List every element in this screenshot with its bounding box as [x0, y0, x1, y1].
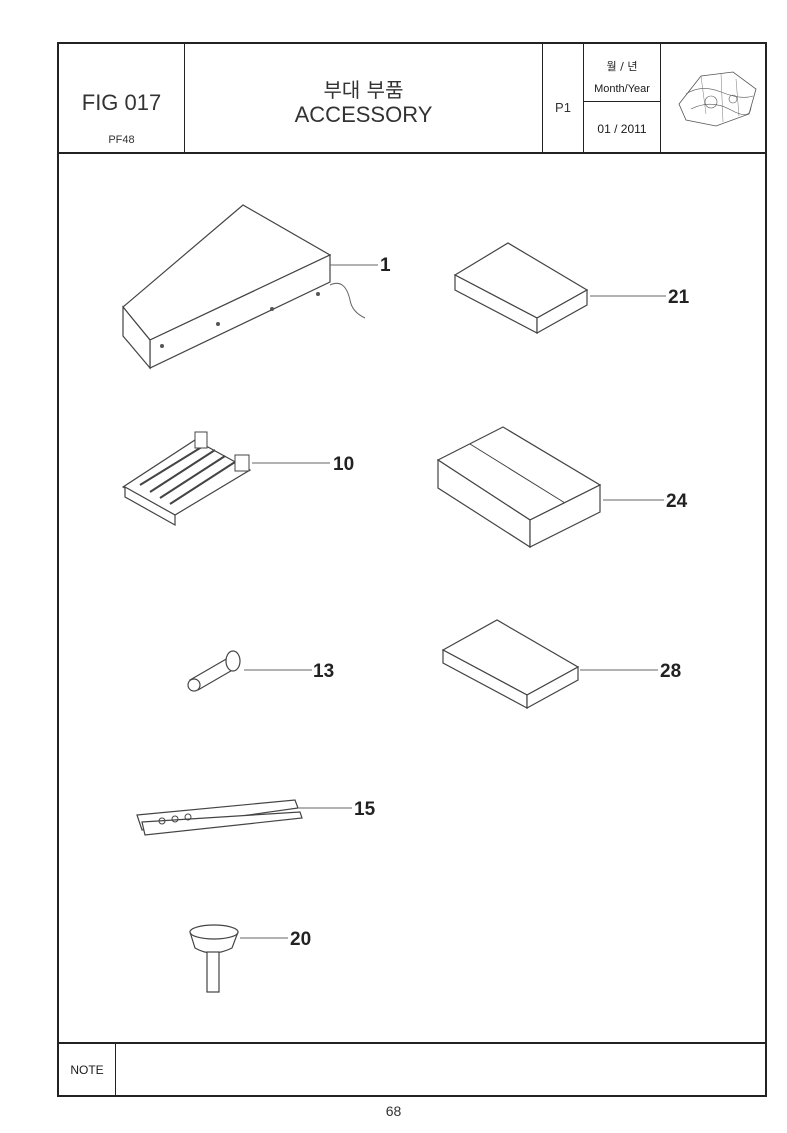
parts-sheet: FIG 017 PF48 부대 부품 ACCESSORY P1 월 / 년 Mo…	[57, 42, 767, 1097]
part-label-1: 1	[380, 255, 391, 276]
box-large-icon	[436, 426, 664, 549]
date-label-box: 월 / 년 Month/Year	[584, 44, 660, 102]
part-label-28: 28	[660, 661, 681, 682]
machine-thumbnail	[661, 44, 767, 152]
cover-wedge-icon	[122, 204, 378, 370]
box-flat-icon	[441, 619, 658, 710]
page-cell: P1	[543, 44, 584, 152]
fig-number: FIG 017	[81, 90, 162, 115]
note-row: NOTE	[59, 1042, 765, 1095]
funnel-icon	[189, 924, 288, 993]
part-label-10: 10	[333, 454, 354, 475]
model-code: PF48	[108, 134, 135, 146]
date-label-korean: 월 / 년	[606, 60, 638, 73]
page-label: P1	[555, 100, 571, 115]
note-label: NOTE	[59, 1044, 116, 1095]
date-cell: 월 / 년 Month/Year 01 / 2011	[584, 44, 661, 152]
part-label-21: 21	[668, 287, 690, 308]
title-cell: 부대 부품 ACCESSORY	[185, 44, 543, 152]
machine-thumbnail-icon	[678, 71, 757, 127]
part-label-15: 15	[354, 799, 376, 820]
title-english: ACCESSORY	[294, 102, 433, 127]
tweezers-icon	[136, 799, 352, 836]
part-label-13: 13	[313, 661, 334, 682]
title-korean: 부대 부품	[323, 78, 404, 102]
box-small-icon	[453, 242, 666, 335]
header-table: FIG 017 PF48 부대 부품 ACCESSORY P1 월 / 년 Mo…	[59, 44, 765, 154]
part-label-20: 20	[290, 929, 311, 950]
page-number: 68	[385, 1103, 402, 1119]
date-value: 01 / 2011	[597, 122, 647, 136]
date-label-english: Month/Year	[594, 83, 650, 95]
pin-icon	[187, 650, 312, 692]
roller-tray-icon	[121, 431, 330, 527]
part-label-24: 24	[666, 491, 688, 512]
fig-cell: FIG 017 PF48	[59, 44, 185, 152]
